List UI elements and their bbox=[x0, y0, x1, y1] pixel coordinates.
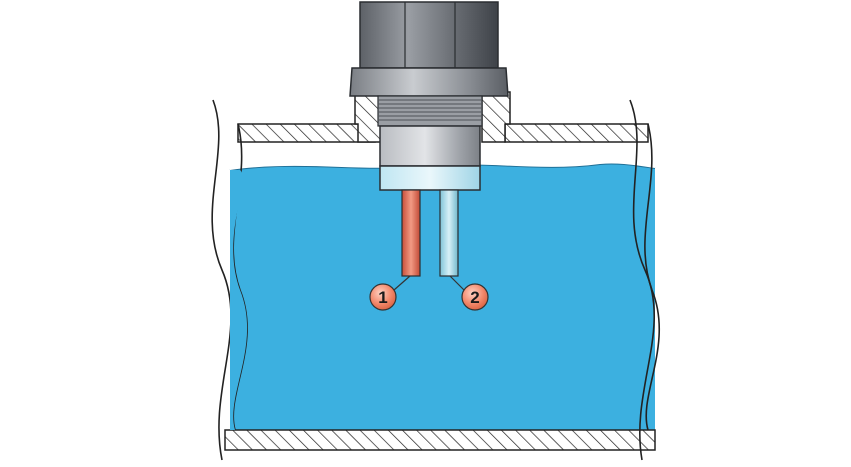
callout-1: 1 bbox=[369, 283, 397, 311]
callout-2-leader bbox=[449, 275, 465, 291]
probe-electrode-1 bbox=[401, 189, 421, 277]
pipe-break-left-fill bbox=[230, 170, 248, 430]
callout-2-label: 2 bbox=[470, 288, 479, 307]
callout-1-leader bbox=[393, 275, 411, 291]
mounting-boss-right bbox=[481, 91, 511, 143]
callout-1-label: 1 bbox=[378, 288, 387, 307]
sensor-shaft bbox=[379, 125, 481, 167]
liquid-fill bbox=[230, 163, 655, 431]
pipe-wall-top-right bbox=[504, 123, 649, 143]
pipe-break-right-inner bbox=[644, 123, 661, 431]
pipe-wall-top-left bbox=[237, 123, 376, 143]
sensor-tip bbox=[379, 165, 481, 191]
sensor-hex-head bbox=[359, 1, 499, 69]
probe-electrode-2 bbox=[439, 189, 459, 277]
sensor-thread bbox=[377, 95, 483, 127]
callout-2: 2 bbox=[461, 283, 489, 311]
pipe-break-right bbox=[629, 99, 656, 461]
pipe-wall-bottom bbox=[224, 429, 656, 451]
sensor-collar bbox=[349, 67, 509, 97]
pipe-break-left bbox=[211, 99, 232, 461]
